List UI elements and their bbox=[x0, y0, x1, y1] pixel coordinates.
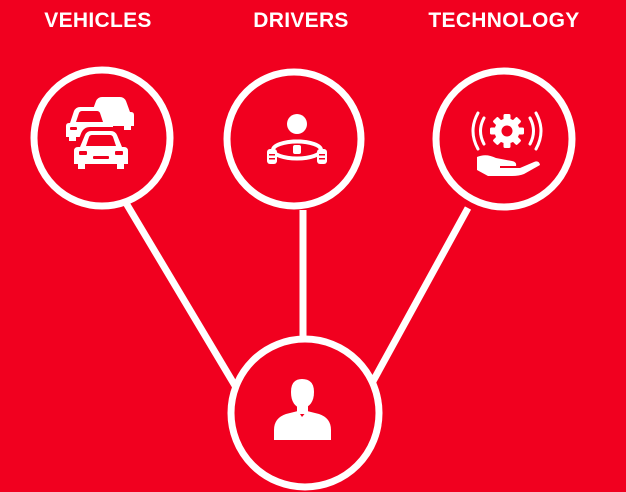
connector-technology bbox=[362, 206, 472, 396]
label-vehicles: VEHICLES bbox=[44, 9, 152, 32]
label-technology: TECHNOLOGY bbox=[428, 9, 580, 32]
node-drivers bbox=[223, 68, 365, 210]
connector-vehicles bbox=[122, 201, 244, 396]
driver-steering-wheel-icon bbox=[267, 114, 327, 164]
hand-gear-icon bbox=[471, 111, 543, 176]
cars-icon bbox=[66, 97, 134, 173]
label-drivers: DRIVERS bbox=[253, 9, 349, 32]
person-icon bbox=[274, 379, 331, 440]
connectors bbox=[122, 201, 472, 396]
